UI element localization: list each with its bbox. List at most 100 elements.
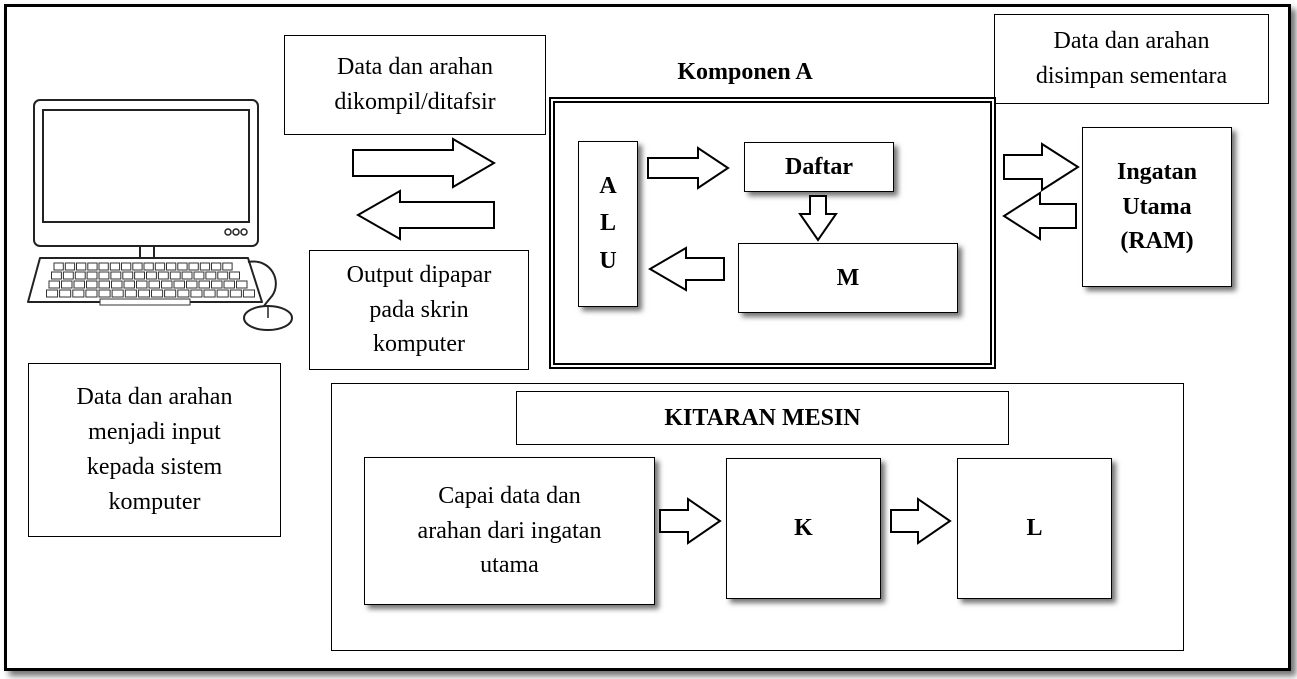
keyboard-key (148, 280, 160, 289)
keyboard-key (53, 262, 64, 271)
arrow-left-icon (648, 246, 725, 292)
keyboard-key (211, 262, 222, 271)
keyboard-key (229, 271, 241, 280)
keyboard-key (193, 271, 205, 280)
keyboard-key (62, 271, 74, 280)
keyboard-key (64, 262, 76, 271)
keyboard-key (98, 262, 109, 271)
register-label: Daftar (785, 153, 853, 180)
keyboard-key (203, 289, 216, 298)
keyboard-key (181, 271, 193, 280)
keyboard-key (198, 280, 210, 289)
keyboard-key (223, 280, 235, 289)
keyboard-key (190, 289, 203, 298)
keyboard-key (86, 271, 98, 280)
keyboard-key (154, 262, 166, 271)
alu-label: A L U (599, 173, 617, 274)
fetch-box: Capai data dan arahan dari ingatan utama (364, 457, 655, 605)
keyboard-key (98, 280, 110, 289)
keyboard-key (121, 262, 132, 271)
keyboard-key (151, 289, 164, 298)
arrow-right-icon (1003, 142, 1080, 192)
keyboard-key (146, 271, 157, 280)
keyboard-key (109, 262, 121, 271)
keyboard-key (229, 289, 242, 298)
keyboard-key (222, 262, 233, 271)
ram-text: Ingatan Utama (RAM) (1116, 158, 1198, 255)
keyboard-key (136, 280, 148, 289)
keyboard-key (46, 289, 59, 298)
keyboard-key (173, 280, 185, 289)
compile-box: Data dan arahan dikompil/ditafsir (284, 35, 546, 135)
keyboard-key (134, 271, 146, 280)
keyboard-key (169, 271, 181, 280)
keyboard-key (72, 289, 85, 298)
keyboard-key (157, 271, 169, 280)
keyboard-key (217, 271, 229, 280)
keyboard-key (137, 289, 150, 298)
storage-text: Data dan arahan disimpan sementara (1035, 28, 1228, 89)
keyboard-key (242, 289, 255, 298)
m-label: M (836, 264, 860, 291)
l-label: L (1026, 515, 1043, 542)
keyboard-key (74, 271, 86, 280)
arrow-right-icon (352, 137, 496, 189)
input-text: Data dan arahan menjadi input kepada sis… (76, 384, 233, 515)
keyboard-key (85, 289, 98, 298)
keyboard-key (76, 262, 87, 271)
keyboard-key (122, 271, 134, 280)
k-box: K (726, 458, 881, 599)
output-text: Output dipapar pada skrin komputer (346, 261, 492, 358)
keyboard-key (73, 280, 85, 289)
keyboard-spacebar (99, 298, 191, 306)
register-box: Daftar (744, 142, 894, 192)
keyboard-key (188, 262, 199, 271)
keyboard-key (111, 289, 124, 298)
arrow-down-icon (798, 195, 838, 242)
ram-box: Ingatan Utama (RAM) (1082, 127, 1232, 287)
keyboard-key (161, 280, 173, 289)
machine-cycle-title-text: KITARAN MESIN (664, 404, 861, 431)
m-box: M (738, 243, 958, 313)
component-a-title: Komponen A (677, 59, 813, 85)
keyboard-key (98, 271, 110, 280)
storage-box: Data dan arahan disimpan sementara (994, 14, 1269, 104)
keyboard-key (186, 280, 198, 289)
alu-box: A L U (578, 141, 638, 307)
keyboard-key (87, 262, 98, 271)
keyboard-key (177, 289, 190, 298)
arrow-right-icon (890, 497, 952, 545)
keyboard-key (143, 262, 154, 271)
keyboard-key (59, 289, 72, 298)
keyboard-key (164, 289, 177, 298)
compile-text: Data dan arahan dikompil/ditafsir (334, 54, 496, 115)
input-box: Data dan arahan menjadi input kepada sis… (28, 363, 281, 537)
keyboard-key (111, 280, 123, 289)
keyboard-key (132, 262, 143, 271)
keyboard-key (86, 280, 98, 289)
arrow-left-icon (355, 189, 495, 241)
arrow-right-icon (647, 146, 730, 190)
arrow-left-icon (1002, 191, 1077, 241)
keyboard-key (124, 289, 137, 298)
keyboard-key (236, 280, 248, 289)
keyboard-key (110, 271, 122, 280)
keyboard-key (166, 262, 177, 271)
keyboard-key (61, 280, 73, 289)
keyboard-key (123, 280, 135, 289)
arrow-right-icon (659, 497, 722, 545)
output-box: Output dipapar pada skrin komputer (309, 250, 529, 370)
l-box: L (957, 458, 1112, 599)
keyboard-key (177, 262, 188, 271)
keyboard-key (211, 280, 223, 289)
keyboard-key (205, 271, 217, 280)
keyboard-key (216, 289, 229, 298)
component-a-container (549, 97, 996, 369)
keyboard-key (199, 262, 211, 271)
machine-cycle-title: KITARAN MESIN (516, 391, 1009, 445)
k-label: K (794, 515, 813, 542)
fetch-text: Capai data dan arahan dari ingatan utama (417, 482, 602, 579)
keyboard-key (48, 280, 60, 289)
